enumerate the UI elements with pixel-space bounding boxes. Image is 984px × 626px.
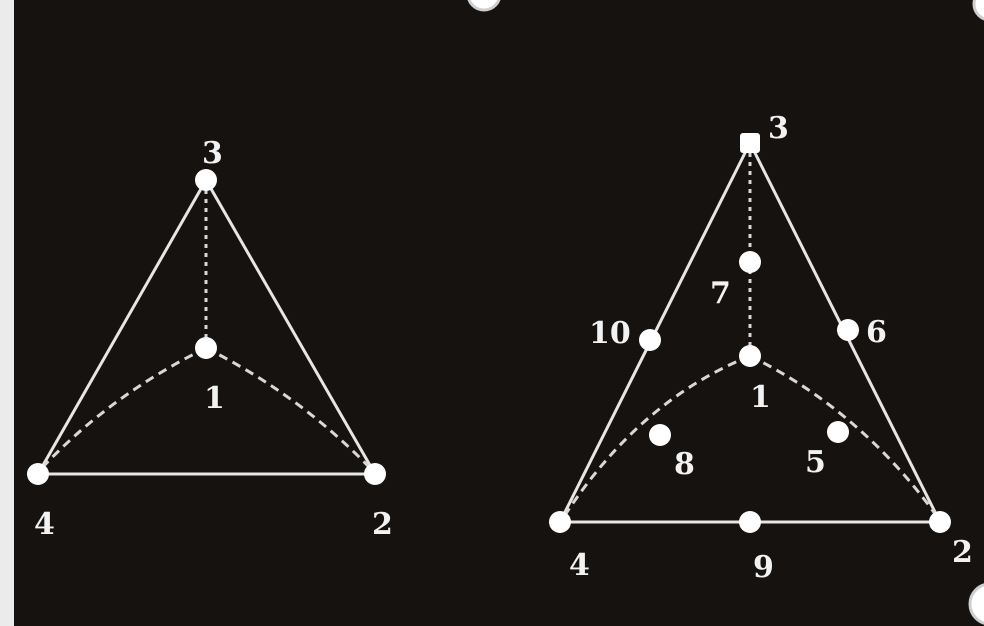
label-node-3: 3: [768, 111, 789, 146]
label-node-10: 10: [589, 316, 631, 351]
node-3: [195, 169, 217, 191]
edge-1-2: [205, 346, 374, 472]
node-6: [837, 319, 859, 341]
edge-3-4: [36, 179, 208, 475]
label-node-4: 4: [569, 548, 590, 583]
node-9: [739, 511, 761, 533]
corner-circle-top: [467, 0, 501, 12]
node-8: [649, 424, 671, 446]
label-node-6: 6: [866, 315, 887, 350]
label-node-2: 2: [372, 507, 393, 542]
quadratic-tetrahedron: 3 7 10 6 1 8 5 4 9 2: [549, 111, 973, 585]
node-10: [639, 329, 661, 351]
label-node-5: 5: [805, 445, 826, 480]
label-node-9: 9: [753, 550, 774, 585]
label-node-1: 1: [750, 380, 771, 415]
node-4: [27, 463, 49, 485]
edge-3-2: [204, 179, 377, 475]
label-node-8: 8: [674, 447, 695, 482]
label-node-1: 1: [204, 381, 225, 416]
corner-circle-top-right: [972, 0, 984, 21]
node-4: [549, 511, 571, 533]
label-node-2: 2: [952, 535, 973, 570]
edge-1-4: [563, 354, 751, 516]
edge-1-2: [749, 354, 938, 516]
edge-1-4: [38, 346, 207, 472]
node-1: [739, 345, 761, 367]
corner-circle-bottom-right: [968, 583, 984, 625]
label-node-3: 3: [202, 136, 223, 171]
node-5: [827, 421, 849, 443]
linear-tetrahedron: 3 1 4 2: [27, 136, 393, 542]
label-node-7: 7: [710, 276, 731, 311]
node-3: [740, 133, 760, 153]
node-1: [195, 337, 217, 359]
label-node-4: 4: [34, 507, 55, 542]
node-7: [739, 251, 761, 273]
node-2: [364, 463, 386, 485]
node-2: [929, 511, 951, 533]
